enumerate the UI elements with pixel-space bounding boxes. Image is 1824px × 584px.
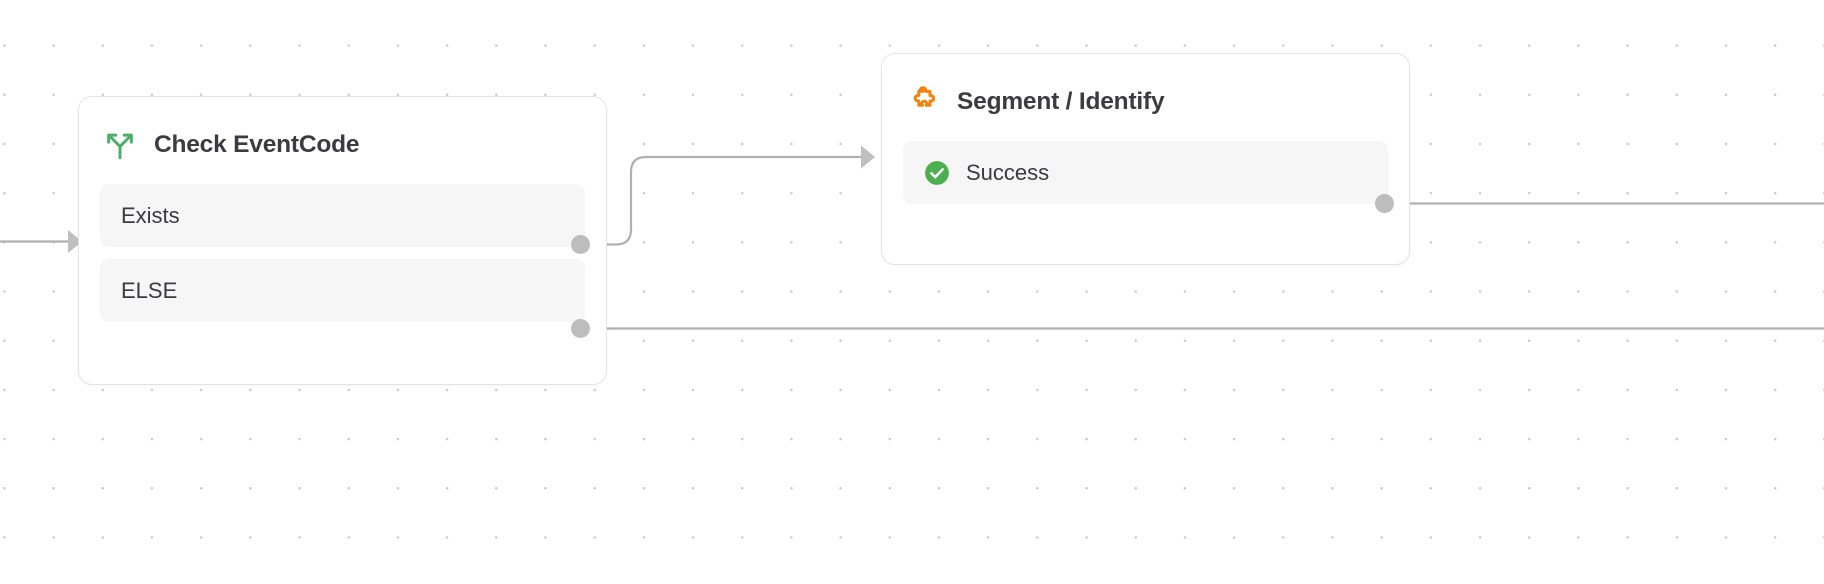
node-segment-identify[interactable]: Segment / Identify Success — [881, 53, 1410, 265]
port-label: ELSE — [121, 277, 178, 303]
node-header: Check EventCode — [79, 97, 606, 162]
port-row-else[interactable]: ELSE — [100, 259, 585, 322]
node-check-eventcode[interactable]: Check EventCode Exists ELSE — [78, 96, 607, 385]
branch-fork-icon — [103, 128, 137, 162]
check-circle-icon — [924, 160, 950, 186]
puzzle-piece-icon — [906, 85, 940, 119]
node-title: Check EventCode — [154, 130, 360, 158]
port-dot-success[interactable] — [1375, 194, 1394, 213]
port-label: Success — [966, 159, 1050, 185]
port-dot-exists[interactable] — [571, 235, 590, 254]
port-row-success[interactable]: Success — [903, 141, 1388, 204]
port-dot-else[interactable] — [571, 319, 590, 338]
node-header: Segment / Identify — [882, 54, 1409, 119]
edge-incoming-to-check — [0, 230, 82, 253]
port-label: Exists — [121, 202, 180, 228]
edge-exists-to-segment — [587, 145, 875, 246]
port-list: Success — [882, 119, 1409, 225]
port-list: Exists ELSE — [79, 162, 606, 343]
node-title: Segment / Identify — [957, 87, 1165, 115]
port-row-exists[interactable]: Exists — [100, 184, 585, 247]
